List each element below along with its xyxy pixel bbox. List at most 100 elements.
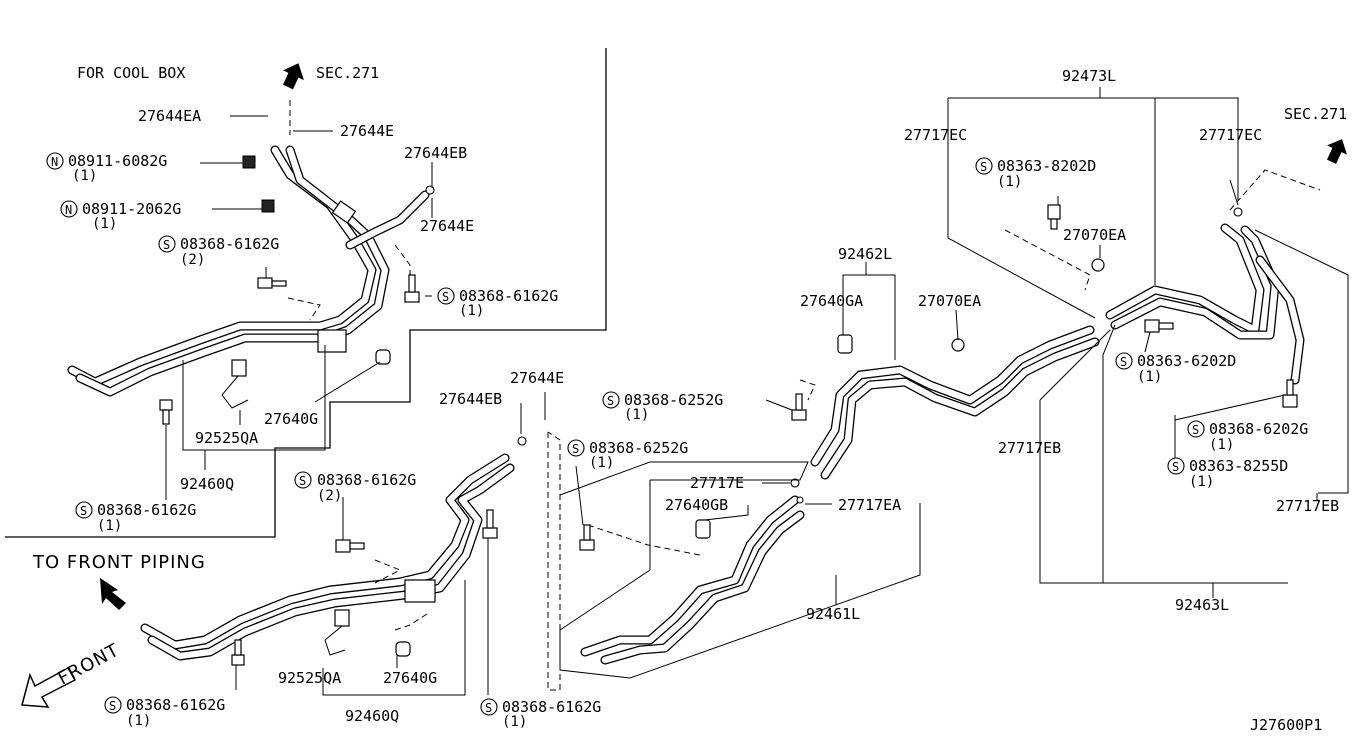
bolt-icon bbox=[1047, 204, 1061, 230]
qty: (1) bbox=[624, 407, 649, 423]
leader-lines bbox=[165, 87, 1349, 696]
part-27070EA: 27070EA bbox=[1063, 226, 1126, 244]
sec271-right-label: SEC.271 bbox=[1284, 105, 1347, 123]
part-27644EA: 27644EA bbox=[138, 107, 201, 125]
bolt-icon bbox=[335, 539, 365, 553]
front-direction-arrow-icon bbox=[21, 666, 77, 708]
cool-box-pipe-assembly bbox=[67, 145, 430, 397]
qty: (1) bbox=[1209, 437, 1234, 453]
s-symbol: S bbox=[572, 442, 579, 456]
qty: (1) bbox=[97, 518, 122, 534]
qty: (1) bbox=[589, 455, 614, 471]
part-08368-6202G: 08368-6202G bbox=[1209, 420, 1308, 438]
part-08368-6162G: 08368-6162G bbox=[97, 501, 196, 519]
bolt-icon bbox=[231, 639, 245, 666]
part-27717EB: 27717EB bbox=[998, 439, 1061, 457]
qty: (1) bbox=[92, 216, 117, 232]
sec271-right-arrow-icon bbox=[1326, 139, 1347, 164]
part-08368-6162G: 08368-6162G bbox=[180, 235, 279, 253]
qty: (2) bbox=[180, 252, 205, 268]
part-08911-6082G: 08911-6082G bbox=[68, 152, 167, 170]
s-symbol: S bbox=[980, 160, 987, 174]
front-pipe-assembly bbox=[140, 453, 515, 661]
part-27640GB: 27640GB bbox=[665, 496, 728, 514]
part-92460Q: 92460Q bbox=[180, 475, 234, 493]
part-08911-2062G: 08911-2062G bbox=[82, 200, 181, 218]
grommet-icon bbox=[837, 334, 853, 354]
part-08363-8255D: 08363-8255D bbox=[1189, 457, 1288, 475]
bolt-icon bbox=[579, 524, 595, 551]
part-27644EB: 27644EB bbox=[404, 144, 467, 162]
part-27640GA: 27640GA bbox=[800, 292, 863, 310]
grommet-icon bbox=[395, 641, 411, 657]
qty: (1) bbox=[459, 303, 484, 319]
bolts-and-fittings bbox=[159, 155, 1298, 666]
part-27644E: 27644E bbox=[340, 122, 394, 140]
symbol-circles: N N S S S S S S S S S S S S bbox=[46, 152, 1205, 716]
part-08363-6202D: 08363-6202D bbox=[1137, 352, 1236, 370]
s-symbol: S bbox=[80, 504, 87, 518]
part-27644E: 27644E bbox=[420, 217, 474, 235]
pipe-bracket bbox=[404, 579, 436, 603]
part-92473L: 92473L bbox=[1062, 67, 1116, 85]
bolt-icon bbox=[482, 509, 498, 539]
qty: (1) bbox=[72, 168, 97, 184]
nut-icon bbox=[261, 199, 275, 213]
qty: (1) bbox=[502, 714, 527, 730]
s-symbol: S bbox=[1192, 423, 1199, 437]
clip-icon bbox=[324, 609, 350, 656]
pipe-bracket bbox=[317, 329, 347, 353]
bolt-icon bbox=[791, 393, 807, 421]
qty: (1) bbox=[1137, 369, 1162, 385]
pipe-92461L bbox=[580, 495, 805, 665]
s-symbol: S bbox=[485, 701, 492, 715]
s-symbol: S bbox=[1120, 355, 1127, 369]
grommet-icon bbox=[695, 519, 711, 539]
part-27717EC: 27717EC bbox=[1199, 126, 1262, 144]
s-symbol: S bbox=[299, 474, 306, 488]
part-27717EB: 27717EB bbox=[1276, 497, 1339, 515]
pipe-clamp bbox=[331, 200, 357, 224]
part-labels: FOR COOL BOX SEC.271 27644EA 27644E 2764… bbox=[32, 64, 1347, 734]
qty: (1) bbox=[1189, 474, 1214, 490]
s-symbol: S bbox=[607, 394, 614, 408]
part-08368-6162G: 08368-6162G bbox=[317, 471, 416, 489]
s-symbol: S bbox=[109, 699, 116, 713]
front-label: FRONT bbox=[54, 640, 123, 690]
part-27070EA: 27070EA bbox=[918, 292, 981, 310]
s-symbol: S bbox=[442, 290, 449, 304]
part-92461L: 92461L bbox=[806, 605, 860, 623]
part-08368-6252G: 08368-6252G bbox=[624, 391, 723, 409]
pipe-92462L bbox=[810, 325, 1100, 480]
clip-icon bbox=[951, 338, 965, 352]
part-08363-8202D: 08363-8202D bbox=[997, 157, 1096, 175]
n-symbol: N bbox=[51, 155, 58, 169]
cool-box-inset-frame bbox=[5, 48, 607, 538]
part-27640G: 27640G bbox=[383, 669, 437, 687]
n-symbol: N bbox=[65, 203, 72, 217]
sec271-left-label: SEC.271 bbox=[316, 64, 379, 82]
bolt-icon bbox=[257, 277, 287, 289]
part-92462L: 92462L bbox=[838, 245, 892, 263]
nut-icon bbox=[242, 155, 256, 169]
part-08368-6162G: 08368-6162G bbox=[459, 287, 558, 305]
grommet-icon bbox=[375, 349, 391, 365]
diagram-id: J27600P1 bbox=[1250, 716, 1322, 734]
qty: (1) bbox=[126, 713, 151, 729]
bolt-icon bbox=[1282, 379, 1298, 408]
s-symbol: S bbox=[1172, 460, 1179, 474]
to-front-piping-arrow-icon bbox=[100, 578, 126, 610]
part-27640G: 27640G bbox=[264, 410, 318, 428]
qty: (1) bbox=[997, 174, 1022, 190]
part-92460Q: 92460Q bbox=[345, 707, 399, 725]
pipe-92463L bbox=[1105, 223, 1305, 385]
part-27717EA: 27717EA bbox=[838, 496, 901, 514]
bolt-icon bbox=[159, 399, 173, 425]
bolt-icon bbox=[404, 274, 420, 303]
clip-icon bbox=[1091, 258, 1105, 272]
qty: (2) bbox=[317, 488, 342, 504]
part-92525QA: 92525QA bbox=[278, 669, 341, 687]
part-92525QA: 92525QA bbox=[195, 429, 258, 447]
for-cool-box-label: FOR COOL BOX bbox=[77, 64, 185, 82]
